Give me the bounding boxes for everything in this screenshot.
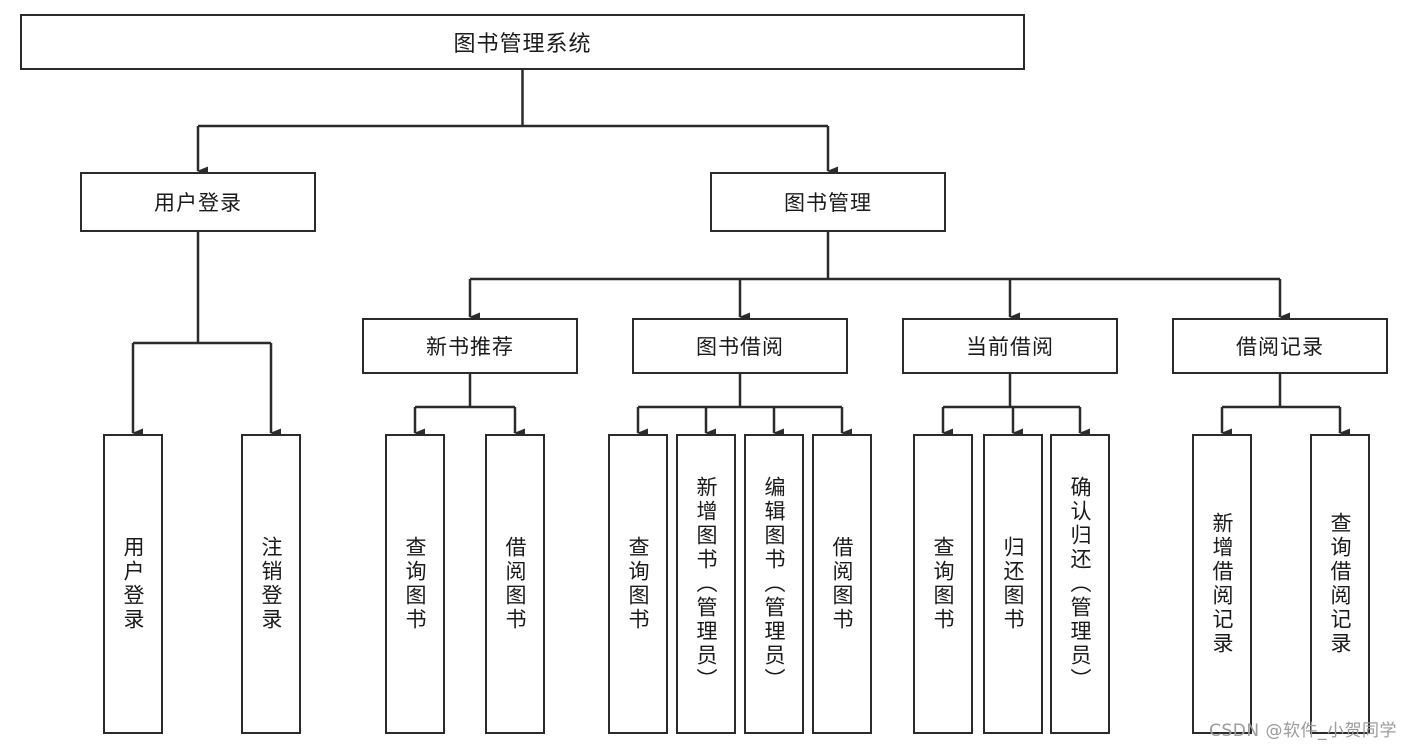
node-l-queryrec[interactable]: 查询借阅记录 — [1310, 434, 1370, 734]
node-label: 借阅图书 — [830, 536, 855, 632]
node-label: 借阅记录 — [1236, 335, 1324, 359]
node-login[interactable]: 用户登录 — [80, 172, 316, 232]
node-l-confirm[interactable]: 确认归还（管理员） — [1050, 434, 1110, 734]
node-l-addbook[interactable]: 新增图书（管理员） — [676, 434, 736, 734]
node-l-query3[interactable]: 查询图书 — [913, 434, 973, 734]
node-label: 查询图书 — [931, 536, 956, 632]
node-records[interactable]: 借阅记录 — [1172, 318, 1388, 374]
node-l-query1[interactable]: 查询图书 — [385, 434, 445, 734]
node-newbook[interactable]: 新书推荐 — [362, 318, 578, 374]
node-current[interactable]: 当前借阅 — [902, 318, 1118, 374]
node-borrow[interactable]: 图书借阅 — [632, 318, 848, 374]
node-l-query2[interactable]: 查询图书 — [608, 434, 668, 734]
node-label: 查询借阅记录 — [1328, 512, 1353, 656]
node-l-borrow2[interactable]: 借阅图书 — [812, 434, 872, 734]
node-label: 注销登录 — [259, 536, 284, 632]
node-l-return[interactable]: 归还图书 — [983, 434, 1043, 734]
node-label: 归还图书 — [1001, 536, 1026, 632]
node-bookmgmt[interactable]: 图书管理 — [710, 172, 946, 232]
node-label: 新增图书（管理员） — [694, 476, 719, 692]
node-label: 用户登录 — [154, 191, 242, 215]
node-label: 用户登录 — [121, 536, 146, 632]
node-label: 当前借阅 — [966, 335, 1054, 359]
node-label: 图书管理 — [784, 191, 872, 215]
node-label: 图书借阅 — [696, 335, 784, 359]
node-label: 查询图书 — [626, 536, 651, 632]
node-label: 编辑图书（管理员） — [762, 476, 787, 692]
node-l-borrow1[interactable]: 借阅图书 — [485, 434, 545, 734]
node-label: 查询图书 — [403, 536, 428, 632]
node-root[interactable]: 图书管理系统 — [20, 14, 1025, 70]
node-label: 新增借阅记录 — [1210, 512, 1235, 656]
node-label: 新书推荐 — [426, 335, 514, 359]
node-l-logout[interactable]: 注销登录 — [241, 434, 301, 734]
node-label: 图书管理系统 — [453, 32, 592, 57]
node-l-userlogin[interactable]: 用户登录 — [103, 434, 163, 734]
node-l-addrec[interactable]: 新增借阅记录 — [1192, 434, 1252, 734]
node-l-editbook[interactable]: 编辑图书（管理员） — [744, 434, 804, 734]
node-label: 借阅图书 — [503, 536, 528, 632]
node-label: 确认归还（管理员） — [1068, 476, 1093, 692]
